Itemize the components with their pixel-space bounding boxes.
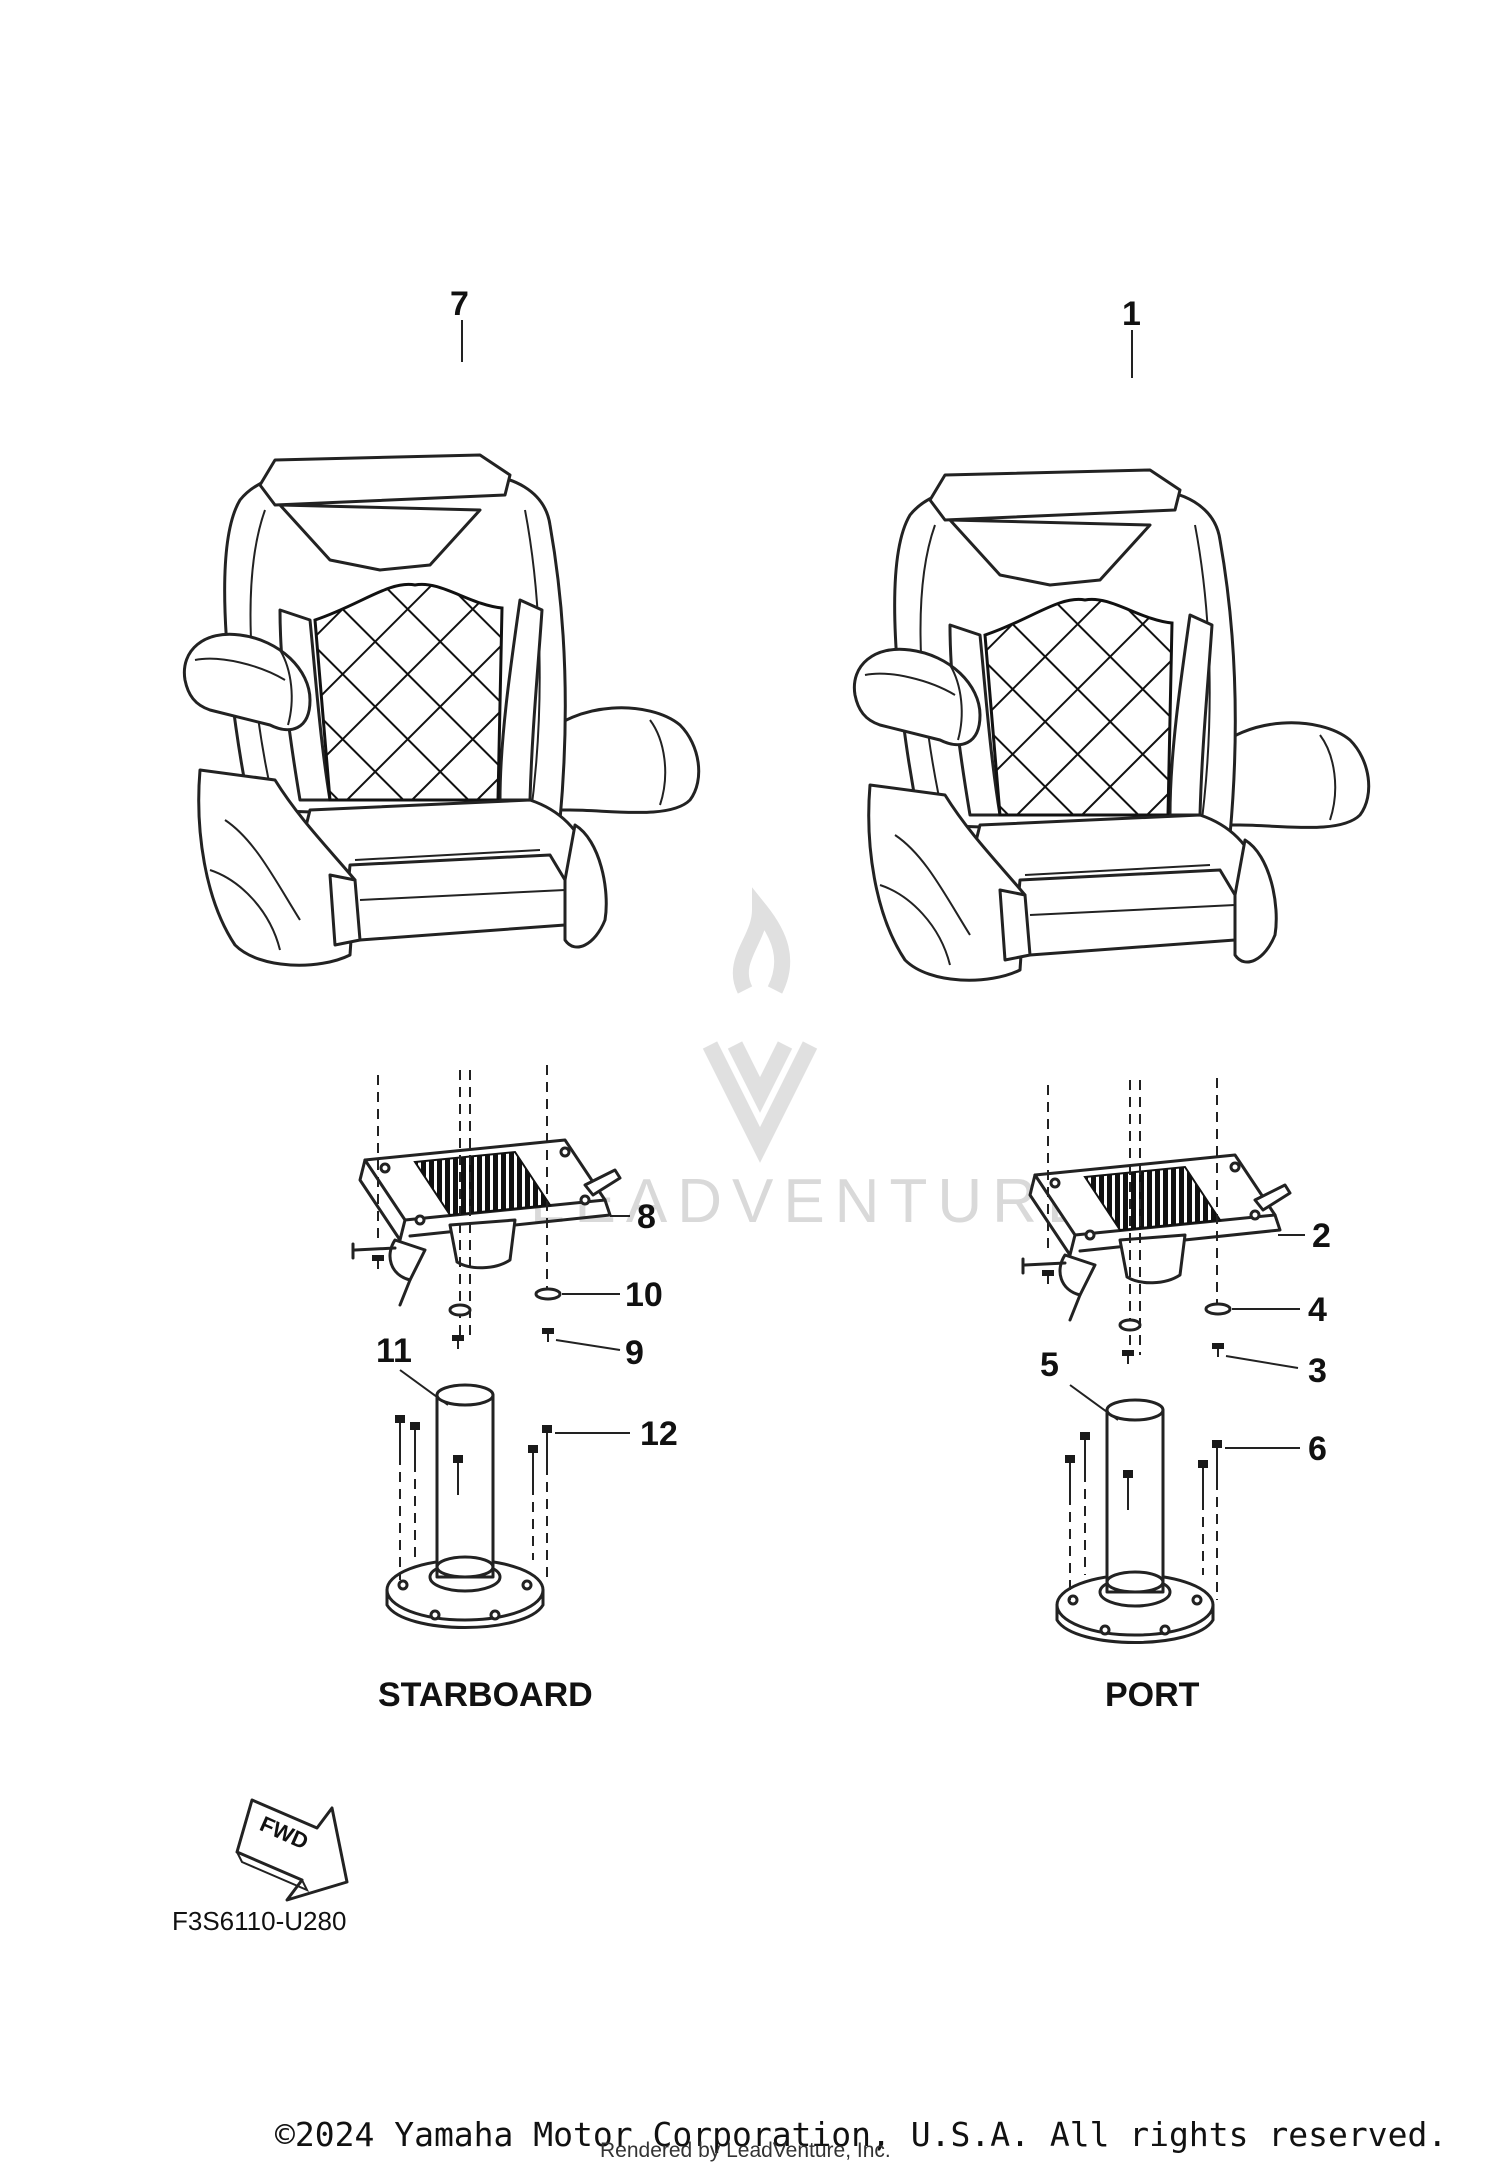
callout-9: 9	[625, 1334, 644, 1372]
port-swivel-plate	[1021, 1153, 1292, 1322]
callout-4: 4	[1308, 1291, 1327, 1329]
callout-11: 11	[376, 1332, 412, 1370]
watermark-text: LEADVENTURE	[530, 1167, 1098, 1236]
watermark: LEADVENTURE	[530, 887, 1098, 1236]
starboard-pedestal	[385, 1383, 545, 1629]
callout-8: 8	[637, 1198, 656, 1236]
copyright-footer: ©2024 Yamaha Motor Corporation, U.S.A. A…	[275, 2115, 1447, 2154]
starboard-seat	[182, 453, 701, 967]
diagram-code: F3S6110-U280	[172, 1906, 346, 1936]
port-label: PORT	[1105, 1676, 1200, 1714]
starboard-washer	[534, 1287, 562, 1301]
rendered-by-footer: Rendered by LeadVenture, Inc.	[600, 2139, 891, 2162]
callout-12: 12	[640, 1415, 678, 1453]
callout-6: 6	[1308, 1430, 1327, 1468]
callout-7: 7	[450, 285, 469, 323]
callout-1: 1	[1122, 295, 1141, 333]
callout-2: 2	[1312, 1217, 1331, 1255]
port-washer	[1204, 1302, 1232, 1316]
port-seat	[852, 468, 1371, 982]
callout-3: 3	[1308, 1352, 1327, 1390]
callout-10: 10	[625, 1276, 663, 1314]
starboard-label: STARBOARD	[378, 1676, 593, 1714]
fwd-arrow-icon: FWD	[235, 1798, 349, 1902]
callout-5: 5	[1040, 1346, 1059, 1384]
port-assembly: 1 2 4 3 5 6 PORT	[852, 295, 1371, 1714]
starboard-assembly: 7 8 10 9 11 12 STAR	[182, 285, 701, 1714]
